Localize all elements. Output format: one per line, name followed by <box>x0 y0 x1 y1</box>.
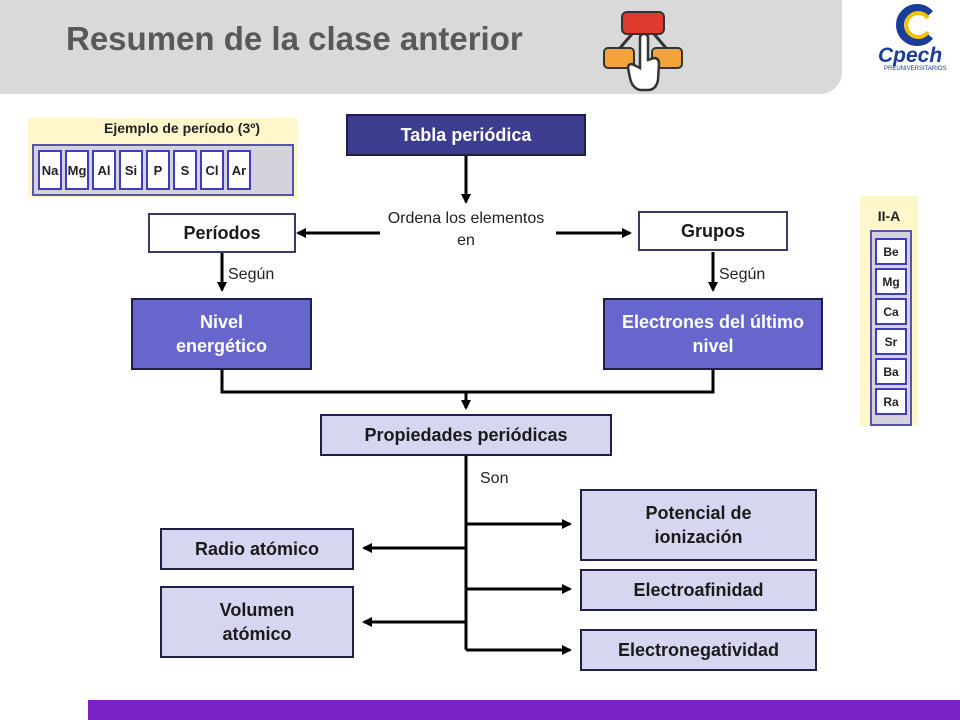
group-element-cell: Mg <box>875 268 907 295</box>
slide-title: Resumen de la clase anterior <box>66 20 523 57</box>
groups-box: Grupos <box>638 211 788 251</box>
atomic-radius-box: Radio atómico <box>160 528 354 570</box>
flowchart-hand-icon <box>603 11 683 92</box>
periodic-properties-box: Propiedades periódicas <box>320 414 612 456</box>
last-level-electrons-box: Electrones del último nivel <box>603 298 823 370</box>
period-element-cell: Cl <box>200 150 224 190</box>
according-label-right: Según <box>719 266 766 283</box>
period-element-cell: Mg <box>65 150 89 190</box>
footer-accent-bar <box>88 700 960 720</box>
cpech-logo-icon <box>896 4 934 46</box>
are-label: Son <box>480 470 509 487</box>
group-element-cell: Be <box>875 238 907 265</box>
periods-box: Períodos <box>148 213 296 253</box>
period-example-title: Ejemplo de período (3º) <box>104 120 261 136</box>
logo-wordmark: Cpech <box>878 44 943 67</box>
periodic-table-box: Tabla periódica <box>346 114 586 156</box>
period-element-cell: S <box>173 150 197 190</box>
orders-label: Ordena los elementos en <box>387 210 545 249</box>
electronegativity-box: Electronegatividad <box>580 629 817 671</box>
period-element-cell: Na <box>38 150 62 190</box>
ionization-potential-box: Potencial de ionización <box>580 489 817 561</box>
group-example-title: II-A <box>877 208 901 224</box>
group-element-cell: Ba <box>875 358 907 385</box>
group-element-cell: Ca <box>875 298 907 325</box>
energy-level-box: Nivel energético <box>131 298 312 370</box>
period-element-cell: Si <box>119 150 143 190</box>
group-element-cell: Ra <box>875 388 907 415</box>
atomic-volume-box: Volumen atómico <box>160 586 354 658</box>
electroaffinity-box: Electroafinidad <box>580 569 817 611</box>
period-element-cell: Al <box>92 150 116 190</box>
period-element-cell: P <box>146 150 170 190</box>
group-element-cell: Sr <box>875 328 907 355</box>
header-bar <box>0 0 842 94</box>
logo-subtitle: PREUNIVERSITARIOS <box>884 66 947 72</box>
according-label-left: Según <box>228 266 275 283</box>
period-element-cell: Ar <box>227 150 251 190</box>
